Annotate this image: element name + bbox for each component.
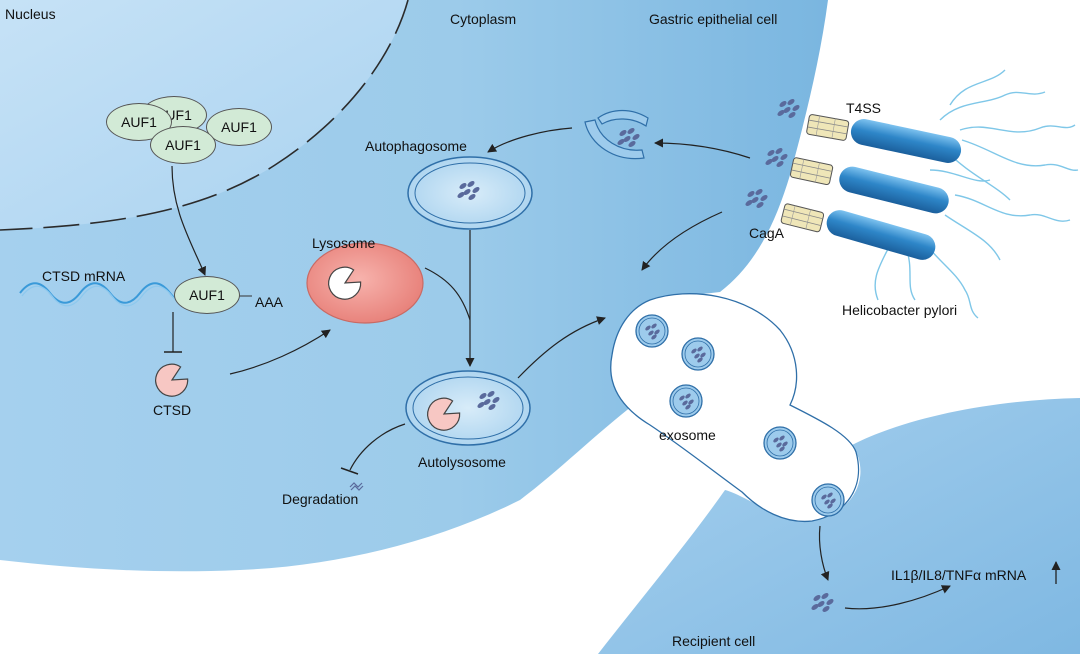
polya-label: AAA (255, 294, 284, 310)
lysosome (306, 242, 424, 324)
arrow-caga-to-cytokines (844, 585, 951, 610)
caga-label: CagA (749, 225, 785, 241)
ctsd-label: CTSD (153, 402, 192, 418)
arrow-lysosome-to-autolysosome (424, 267, 471, 321)
arrow-auf1-to-mrna (171, 165, 206, 276)
cytokines-label: IL1β/IL8/TNFα mRNA (891, 567, 1027, 583)
exosome-2 (681, 337, 715, 371)
nucleus-label: Nucleus (5, 6, 56, 22)
exosome-1 (635, 314, 669, 348)
lysosome-label: Lysosome (312, 235, 376, 251)
auf1-protein: AUF1 (206, 108, 272, 146)
recipient-cell (598, 398, 1080, 654)
auf1-protein: AUF1 (150, 126, 216, 164)
exosome-bubble (610, 293, 860, 523)
phagophore (584, 119, 645, 160)
inhibit-degradation (349, 423, 406, 471)
bacterium-3 (826, 210, 936, 260)
exosome-label: exosome (659, 427, 716, 443)
exosome-4 (763, 426, 797, 460)
autolysosome (405, 370, 531, 446)
t4ss-channel-1 (805, 113, 850, 142)
degradation-label: Degradation (282, 491, 359, 507)
exosome-3 (669, 384, 703, 418)
bacterium-2 (839, 166, 949, 214)
bacterium-1 (850, 119, 962, 163)
bacterium-label: Helicobacter pylori (842, 302, 958, 318)
arrow-phagophore-to-autophagosome (487, 127, 573, 153)
recipient-cell-label: Recipient cell (672, 633, 756, 649)
degradation-fragments (349, 482, 364, 491)
arrow-ctsd-to-lysosome (229, 329, 331, 375)
t4ss-channel-2 (789, 156, 834, 186)
autophagosome-label: Autophagosome (365, 138, 467, 154)
autolysosome-label: Autolysosome (418, 454, 506, 470)
autophagosome (407, 156, 533, 230)
t4ss-label: T4SS (846, 100, 882, 116)
arrow-caga-to-exosome (641, 211, 723, 271)
nuclear-envelope (0, 0, 409, 231)
t4ss-channel-3 (780, 202, 825, 233)
cytoplasm-label: Cytoplasm (450, 11, 517, 27)
arrow-autolysosome-to-exosome (517, 316, 606, 379)
arrow-exosome-to-recipient (818, 525, 830, 581)
cell-label: Gastric epithelial cell (649, 11, 778, 27)
mrna-label: CTSD mRNA (42, 268, 126, 284)
lysosome-ctsd (328, 266, 362, 300)
auf1-bound-protein: AUF1 (174, 276, 240, 314)
arrow-caga-to-phagophore (654, 138, 751, 159)
exosome-5 (811, 483, 845, 517)
